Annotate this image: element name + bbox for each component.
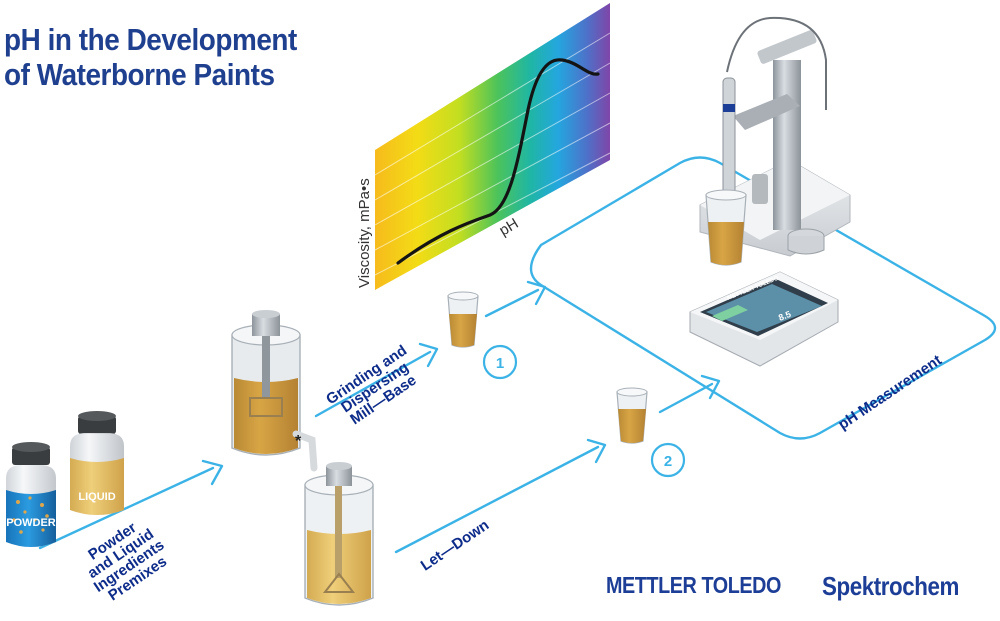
ph-electrode <box>722 77 736 209</box>
mettler-toledo-logo: METTLER TOLEDO <box>606 572 781 598</box>
flow-line-grinding <box>314 350 432 418</box>
stand-holder <box>752 174 768 204</box>
mill-shaft <box>262 336 270 398</box>
viscosity-curve <box>396 58 600 265</box>
flow-line-letdown <box>394 445 600 554</box>
title-line-1: pH in the Development <box>4 22 297 57</box>
measurement-beaker <box>705 189 747 266</box>
stand-arm <box>733 94 800 130</box>
sample-cup-2 <box>616 387 648 444</box>
powder-jar: POWDER <box>6 442 56 547</box>
flow-line-sample-2 <box>658 382 714 414</box>
grinding-mill: * <box>231 310 318 472</box>
page-title: pH in the Development of Waterborne Pain… <box>4 22 297 92</box>
letdown-tank <box>304 462 374 606</box>
flow-line-premix <box>38 466 215 550</box>
stand-top-clamp <box>757 30 817 64</box>
meter-reading: 8.5 <box>777 309 792 323</box>
liquid-jar: LIQUID <box>70 411 124 515</box>
rinse-beaker <box>787 236 825 255</box>
stand-rod <box>773 60 801 230</box>
process-flow <box>38 156 997 554</box>
sample-marker-1: 1 <box>482 344 518 380</box>
title-line-2: of Waterborne Paints <box>4 57 275 92</box>
electrode-stand <box>699 16 851 266</box>
spektrochem-logo: Spektrochem <box>822 571 959 601</box>
letdown-motor <box>326 466 352 486</box>
measurement-area-outline <box>529 156 997 440</box>
arrow-to-mill <box>201 459 224 486</box>
sample-2-number: 2 <box>664 453 672 470</box>
letdown-stirrer <box>322 572 356 593</box>
chart-spectrum-panel <box>375 3 610 290</box>
viscosity-ph-chart: Viscosity, mPa•s pH <box>356 3 611 290</box>
letdown-shaft <box>335 486 342 578</box>
electrode-cable <box>726 16 827 110</box>
chart-y-axis-label: Viscosity, mPa•s <box>356 178 373 288</box>
sample-1-number: 1 <box>496 355 504 372</box>
mill-dispersing-head <box>249 397 283 417</box>
powder-granules <box>12 496 49 534</box>
flow-line-sample-1 <box>484 288 540 318</box>
liquid-jar-cap <box>78 416 116 434</box>
mill-motor <box>252 314 280 336</box>
powder-label: POWDER <box>6 517 56 529</box>
liquid-label: LIQUID <box>78 491 115 503</box>
valve-asterisk: * <box>295 433 302 450</box>
arrow-to-sample-1 <box>418 342 439 368</box>
sample-cup-1 <box>447 291 479 348</box>
ph-meter: METTLER TOLEDO 8.5 <box>689 271 839 367</box>
arrow-to-sample-2 <box>586 438 607 464</box>
powder-jar-cap <box>12 447 50 465</box>
mill-outlet-pipe <box>292 430 318 472</box>
sample-marker-2: 2 <box>650 442 686 478</box>
